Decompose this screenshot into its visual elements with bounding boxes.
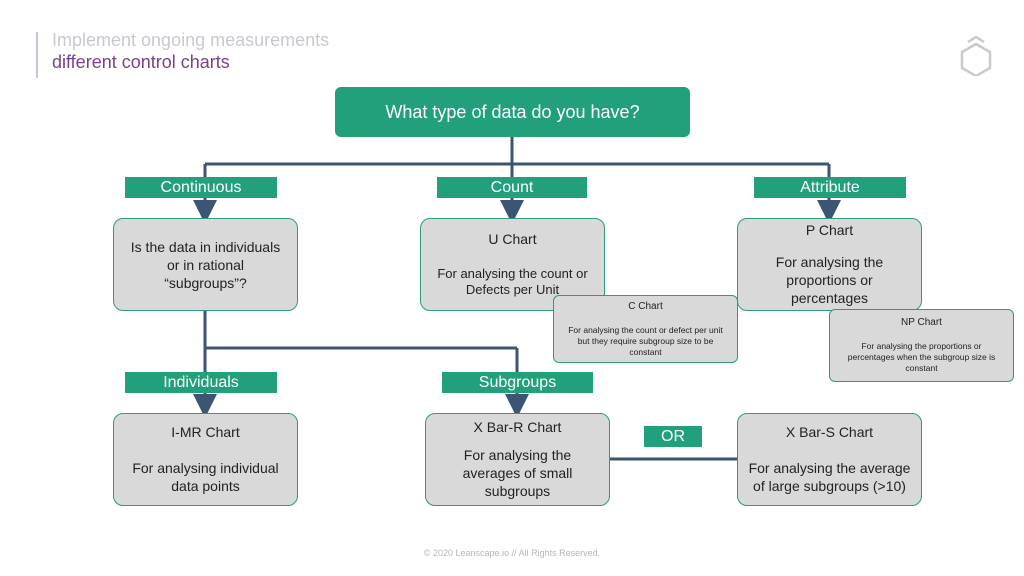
question-box: What type of data do you have? (335, 87, 690, 137)
c-chart-title: C Chart (628, 300, 663, 312)
label-subgroups: Subgroups (442, 372, 593, 393)
leanscape-logo-icon (960, 35, 992, 76)
subgroup-question-text: Is the data in individuals or in rationa… (130, 238, 281, 291)
u-chart-desc: For analysing the count or Defects per U… (437, 266, 588, 297)
xbar-s-chart-desc: For analysing the average of large subgr… (748, 460, 911, 494)
imr-chart-title: I-MR Chart (171, 424, 240, 440)
xbar-r-chart-box: X Bar-R Chart For analysing the averages… (425, 413, 610, 506)
p-chart-box: P Chart For analysing the proportions or… (737, 218, 922, 311)
xbar-s-chart-title: X Bar-S Chart (785, 424, 874, 440)
u-chart-box: U Chart For analysing the count or Defec… (420, 218, 605, 311)
u-chart-title: U Chart (488, 231, 537, 247)
np-chart-box: NP Chart For analysing the proportions o… (829, 309, 1014, 382)
header-subtitle: Implement ongoing measurements (52, 30, 330, 50)
header-accent-bar (36, 32, 38, 78)
label-individuals: Individuals (125, 372, 277, 393)
label-count: Count (437, 177, 587, 198)
footer-copyright: © 2020 Leanscape.io // All Rights Reserv… (423, 548, 601, 558)
c-chart-desc: For analysing the count or defect per un… (568, 324, 723, 357)
label-attribute: Attribute (754, 177, 906, 198)
header-title: different control charts (52, 52, 230, 72)
label-or: OR (644, 426, 702, 447)
xbar-r-chart-title: X Bar-R Chart (473, 419, 562, 435)
c-chart-box: C Chart For analysing the count or defec… (553, 295, 738, 363)
subgroup-question-box: Is the data in individuals or in rationa… (113, 218, 298, 311)
xbar-r-chart-desc: For analysing the averages of small subg… (462, 447, 573, 499)
p-chart-desc: For analysing the proportions or percent… (775, 254, 884, 306)
label-continuous: Continuous (125, 177, 277, 198)
p-chart-title: P Chart (805, 222, 854, 238)
np-chart-title: NP Chart (901, 317, 942, 328)
xbar-s-chart-box: X Bar-S Chart For analysing the average … (737, 413, 922, 506)
imr-chart-box: I-MR Chart For analysing individual data… (113, 413, 298, 506)
imr-chart-desc: For analysing individual data points (132, 460, 279, 494)
np-chart-desc: For analysing the proportions or percent… (847, 341, 996, 373)
